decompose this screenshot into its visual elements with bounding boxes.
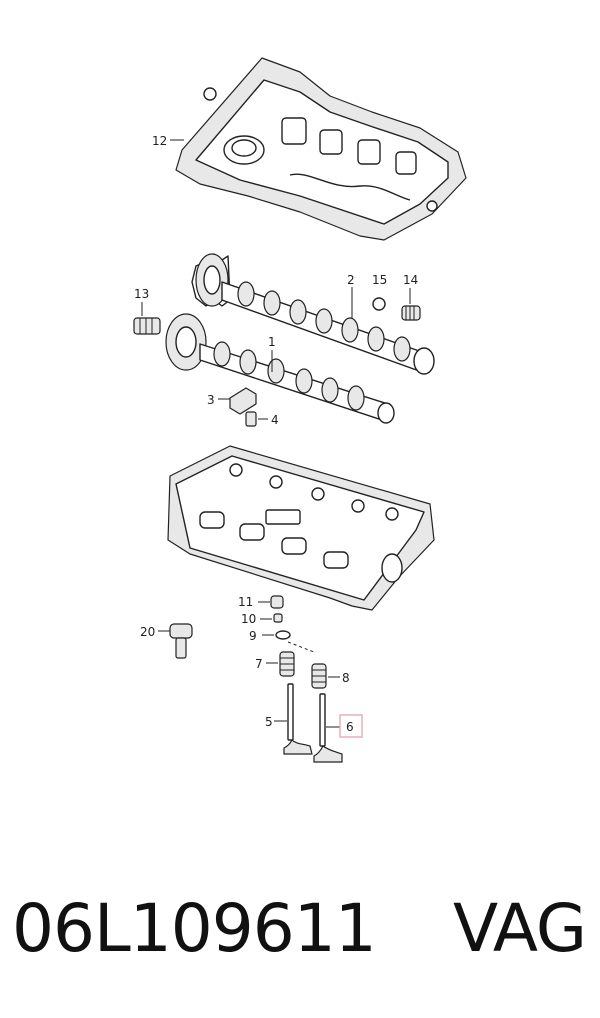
camshaft-upper bbox=[191, 253, 435, 375]
spring-washer bbox=[275, 630, 291, 640]
valve-5 bbox=[283, 683, 313, 755]
callout-11: 11 bbox=[238, 595, 253, 609]
valve-spring-8 bbox=[311, 663, 327, 689]
callout-3: 3 bbox=[207, 393, 215, 407]
part-number: 06L109611 bbox=[12, 890, 377, 967]
brand-name: VAG bbox=[452, 890, 587, 967]
callout-4: 4 bbox=[271, 413, 279, 427]
valve-spring-7 bbox=[279, 651, 295, 677]
exploded-parts-diagram: 12 2 15 14 13 bbox=[133, 57, 467, 763]
valve-6 bbox=[313, 693, 343, 763]
ball-plug bbox=[372, 297, 386, 311]
spring-plug-right bbox=[401, 305, 421, 321]
cylinder-head-cover bbox=[175, 57, 467, 241]
callout-9: 9 bbox=[249, 629, 257, 643]
valve-keeper bbox=[273, 613, 283, 623]
valve-stem-seal bbox=[270, 595, 284, 609]
part-caption: 06L109611 VAG bbox=[0, 890, 600, 980]
callout-7: 7 bbox=[255, 657, 263, 671]
callout-5: 5 bbox=[265, 715, 273, 729]
callout-10: 10 bbox=[241, 612, 256, 626]
cylinder-head-bolt bbox=[169, 623, 193, 659]
spring-plug-left bbox=[133, 317, 161, 335]
camshaft-bearing bbox=[229, 387, 257, 415]
callout-13: 13 bbox=[134, 287, 149, 301]
camshaft-lower bbox=[165, 313, 395, 424]
callout-14: 14 bbox=[403, 273, 418, 287]
callout-15: 15 bbox=[372, 273, 387, 287]
callout-6: 6 bbox=[346, 720, 354, 734]
callout-6-highlight bbox=[339, 714, 363, 738]
callout-2: 2 bbox=[347, 273, 355, 287]
callout-1: 1 bbox=[268, 335, 276, 349]
callout-20: 20 bbox=[140, 625, 155, 639]
cylinder-head bbox=[167, 445, 435, 611]
bearing-screw bbox=[245, 411, 257, 427]
callout-12: 12 bbox=[152, 134, 167, 148]
callout-8: 8 bbox=[342, 671, 350, 685]
